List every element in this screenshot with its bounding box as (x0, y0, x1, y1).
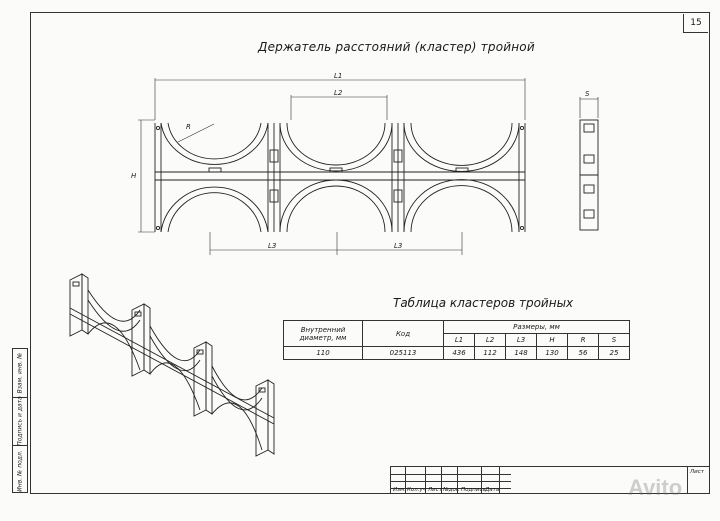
side-stamp-replace: Взам. инв. № (16, 352, 24, 394)
stamp-col: №док (443, 487, 460, 493)
stamp-col: Кол.уч (407, 487, 427, 493)
header-code: Код (362, 320, 444, 347)
dim-l3-right-label: L3 (394, 242, 403, 250)
subheader-cell: L3 (505, 333, 537, 347)
cell-l1: 436 (443, 346, 475, 360)
subheader-cell: S (598, 333, 630, 347)
title-block: Изм. Кол.уч Лист №док Подпись Дата Лист (390, 466, 710, 494)
side-stamp: Инв. № подл. Подпись и дата Взам. инв. № (12, 348, 28, 493)
subheader-cell: H (536, 333, 568, 347)
cell-diameter: 110 (283, 346, 363, 360)
watermark: Avito (628, 475, 683, 500)
cell-code: 025113 (362, 346, 444, 360)
dim-s-label: S (585, 90, 590, 98)
subheader-cell: R (567, 333, 599, 347)
side-stamp-inventory: Инв. № подл. (16, 450, 24, 492)
dim-l3-left-label: L3 (268, 242, 277, 250)
dim-l1-label: L1 (334, 72, 343, 80)
cell-r: 56 (567, 346, 599, 360)
cell-h: 130 (536, 346, 568, 360)
table-row: 110 025113 436 112 148 130 56 25 (283, 346, 630, 360)
dim-l2-label: L2 (334, 89, 343, 97)
stamp-col: Подпись (461, 487, 486, 493)
stamp-col: Лист (428, 487, 442, 493)
side-stamp-signature: Подпись и дата (16, 396, 24, 446)
header-dimensions: Размеры, мм (443, 320, 630, 334)
isometric-view-drawing (69, 273, 275, 457)
cell-l3: 148 (505, 346, 537, 360)
sheet-number: 15 (683, 14, 708, 33)
cell-s: 25 (598, 346, 630, 360)
stamp-col: Изм. (393, 487, 406, 493)
drawing-title: Держатель расстояний (кластер) тройной (258, 40, 535, 54)
cluster-table: Внутренний диаметр, мм Код Размеры, мм L… (283, 320, 630, 360)
stamp-col: Дата (485, 487, 500, 493)
stamp-sheet-label: Лист (690, 469, 704, 475)
drawing-frame (30, 12, 710, 494)
dim-h-label: H (131, 172, 137, 180)
table-title: Таблица кластеров тройных (393, 296, 574, 310)
dim-r-label: R (186, 123, 191, 131)
header-diameter: Внутренний диаметр, мм (283, 320, 363, 347)
subheader-cell: L2 (474, 333, 506, 347)
cell-l2: 112 (474, 346, 506, 360)
subheader-cell: L1 (443, 333, 475, 347)
